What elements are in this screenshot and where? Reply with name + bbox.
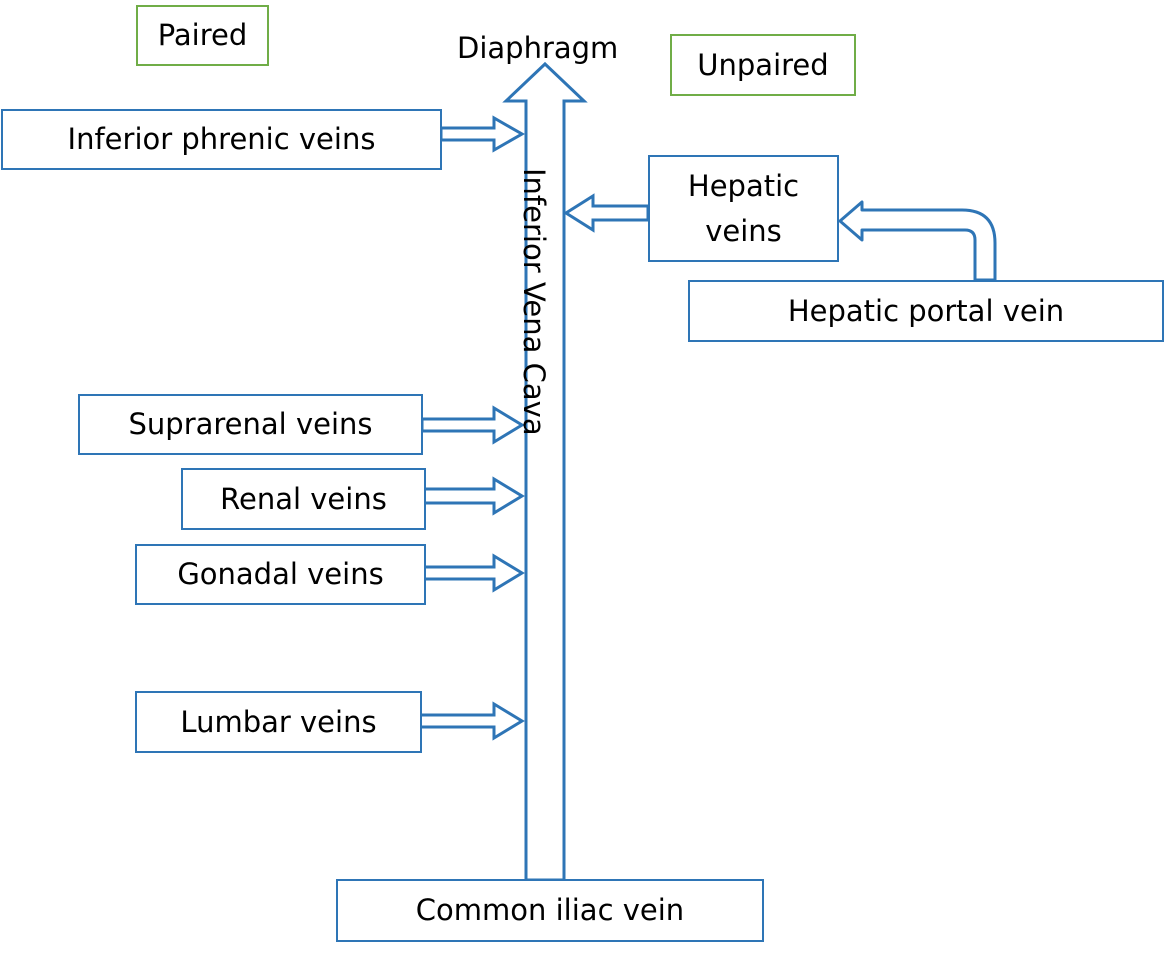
arrow-inferior-phrenic <box>439 115 526 153</box>
arrow-renal <box>422 476 525 516</box>
arrow-hepatic-portal <box>838 200 997 282</box>
renal-veins-text: Renal veins <box>220 481 387 516</box>
common-iliac-vein-text: Common iliac vein <box>415 893 685 928</box>
paired-label-text: Paired <box>157 18 248 53</box>
ivc-label: Inferior Vena Cava <box>517 168 551 436</box>
unpaired-group-label: Unpaired <box>670 34 856 96</box>
suprarenal-veins-box: Suprarenal veins <box>78 394 423 455</box>
common-iliac-vein-box: Common iliac vein <box>336 879 764 942</box>
hepatic-portal-vein-text: Hepatic portal vein <box>787 293 1065 328</box>
lumbar-veins-text: Lumbar veins <box>180 704 377 739</box>
hepatic-veins-box: Hepatic veins <box>648 155 839 262</box>
hepatic-veins-text-line1: Hepatic <box>687 169 800 204</box>
gonadal-veins-text: Gonadal veins <box>177 557 384 592</box>
hepatic-veins-text-line2: veins <box>705 213 782 248</box>
diaphragm-label: Diaphragm <box>457 31 619 65</box>
lumbar-veins-box: Lumbar veins <box>135 691 422 753</box>
arrow-gonadal <box>422 553 525 593</box>
inferior-phrenic-veins-text: Inferior phrenic veins <box>67 122 376 157</box>
suprarenal-veins-text: Suprarenal veins <box>128 407 373 442</box>
gonadal-veins-box: Gonadal veins <box>135 544 426 605</box>
hepatic-portal-vein-box: Hepatic portal vein <box>688 280 1164 342</box>
renal-veins-box: Renal veins <box>181 468 426 530</box>
inferior-phrenic-veins-box: Inferior phrenic veins <box>1 109 442 170</box>
ivc-arrow <box>502 61 588 882</box>
arrow-hepatic <box>563 193 650 233</box>
unpaired-label-text: Unpaired <box>697 47 829 82</box>
paired-group-label: Paired <box>136 5 269 66</box>
arrow-suprarenal <box>420 405 525 445</box>
arrow-lumbar <box>418 701 525 741</box>
